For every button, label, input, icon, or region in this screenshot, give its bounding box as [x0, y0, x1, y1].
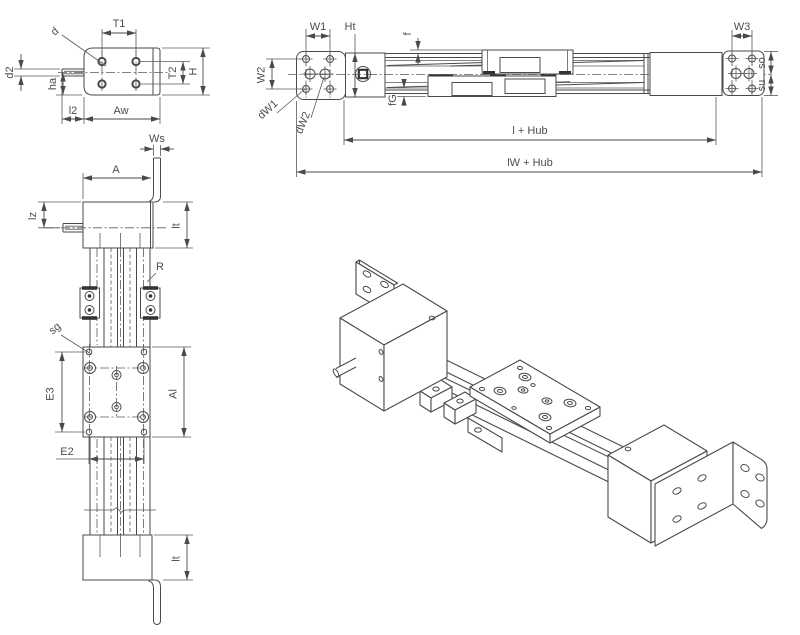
- dim-label-su: su: [756, 80, 768, 92]
- dim-label-f: f: [402, 32, 414, 36]
- dim-label-dw1: dW1: [256, 98, 281, 122]
- dim-label-ws: Ws: [149, 133, 165, 145]
- dim-label-ha: ha: [47, 77, 59, 90]
- mounting-hole: [132, 80, 139, 87]
- dim-label-al: Al: [168, 389, 180, 399]
- dim-label-r: R: [156, 261, 164, 273]
- dim-label-a: A: [112, 164, 120, 176]
- dim-label-l2: l2: [69, 105, 78, 117]
- plan-flange-bottom: [149, 580, 161, 625]
- carriage-plate-plan: [83, 344, 150, 440]
- iso-motor-block: [332, 284, 447, 411]
- mounting-hole: [132, 58, 139, 65]
- dim-label-w1: W1: [310, 21, 327, 33]
- dim-label-lt-top: lt: [171, 223, 183, 229]
- isometric-view: [332, 260, 767, 546]
- side-end-housing: [650, 53, 722, 96]
- drive-block-outline: [84, 48, 160, 95]
- dim-label-sg: sg: [47, 320, 64, 337]
- dim-label-l-hub: l + Hub: [512, 125, 547, 137]
- dim-label-e3: E3: [45, 387, 57, 400]
- plan-drive-block: [83, 202, 153, 248]
- mounting-hole: [98, 58, 105, 65]
- iso-end-bracket: [655, 442, 767, 546]
- section-break-line: [84, 508, 156, 513]
- side-carriage-plate: [482, 50, 573, 75]
- dim-label-e2: E2: [60, 446, 73, 458]
- guide-rails: [90, 248, 150, 558]
- side-flange-left: [297, 52, 346, 100]
- dim-label-lz: lz: [27, 212, 39, 220]
- iso-bearing-trucks: [420, 380, 502, 452]
- iso-carriage-plate: [470, 360, 600, 443]
- dim-label-t1: T1: [113, 18, 126, 30]
- side-bearing-unit: [428, 75, 556, 96]
- dim-label-fg: fG: [387, 94, 399, 106]
- dim-label-d2: d2: [4, 66, 16, 78]
- dim-label-d: d: [49, 25, 61, 38]
- plan-idle-block: [83, 535, 152, 580]
- dim-label-aw: Aw: [113, 105, 128, 117]
- dim-label-w2: W2: [256, 67, 268, 84]
- bearing-block-right: [141, 286, 161, 320]
- dim-label-h: H: [188, 67, 200, 75]
- end-view: d T1 T2 H ha d2 l2 Aw: [4, 18, 210, 124]
- side-flange-right: [723, 51, 764, 96]
- dim-label-t2: T2: [167, 67, 179, 80]
- dim-label-lt-bottom: lt: [171, 556, 183, 562]
- dim-label-ht: Ht: [345, 21, 356, 33]
- mounting-hole: [98, 80, 105, 87]
- dim-label-so: so: [756, 57, 768, 69]
- plan-flange-top: [149, 158, 161, 202]
- bearing-block-left: [80, 286, 100, 320]
- plan-view: Ws: [27, 133, 193, 625]
- side-motor-block: [346, 53, 386, 97]
- side-view: Ht W1 W2 dW1 dW2 f fG: [256, 21, 779, 177]
- dim-label-lw-hub: lW + Hub: [507, 157, 553, 169]
- dim-label-w3: W3: [734, 21, 751, 33]
